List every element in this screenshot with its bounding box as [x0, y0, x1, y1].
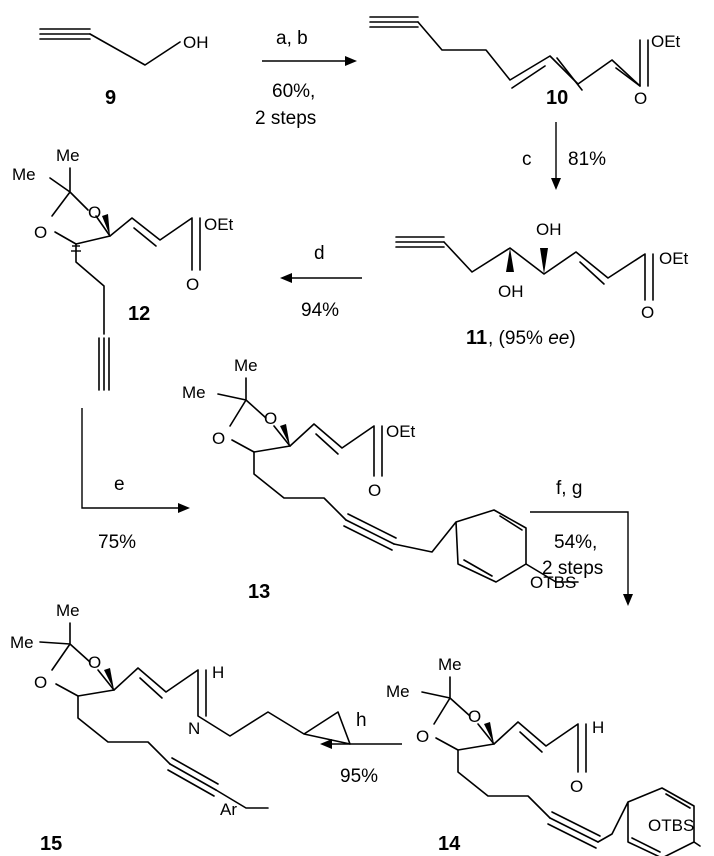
imine-n-label: N	[188, 719, 200, 738]
ring-oxygen-2: O	[34, 673, 47, 692]
compound-number-9: 9	[105, 87, 116, 109]
methyl-label-1: Me	[56, 146, 80, 165]
hydroxyl-label: OH	[183, 33, 209, 52]
ring-oxygen-2: O	[34, 223, 47, 242]
compound-number-14: 14	[438, 833, 461, 855]
carbonyl-o-label: O	[634, 89, 647, 108]
carbonyl-o-label: O	[368, 481, 381, 500]
aldehyde-h-label: H	[592, 718, 604, 737]
arrow-step-c: c 81%	[522, 122, 606, 190]
ester-oet-label: OEt	[386, 422, 416, 441]
yield-fg: 54%,	[554, 532, 597, 553]
compound-9: OH 9	[39, 28, 209, 109]
hydroxyl-bottom-label: OH	[498, 282, 524, 301]
methyl-label-1: Me	[438, 655, 462, 674]
ring-oxygen-1: O	[264, 409, 277, 428]
reagents-c: c	[522, 149, 532, 170]
ring-oxygen-1: O	[468, 707, 481, 726]
silyl-ether-label: OTBS	[648, 816, 694, 835]
yield-e: 75%	[98, 532, 136, 553]
reagents-h: h	[356, 710, 367, 731]
ring-oxygen-2: O	[416, 727, 429, 746]
ee-prefix: , (95%	[488, 328, 548, 349]
arrow-step-e: e 75%	[81, 408, 190, 553]
reagents-d: d	[314, 243, 325, 264]
arrow-step-h: h 95%	[320, 710, 402, 787]
carbonyl-o-label: O	[186, 275, 199, 294]
arrow-step-d: d 94%	[280, 243, 362, 321]
compound-number-10: 10	[546, 87, 568, 109]
compound-15: Me Me O O H N Ar 15	[10, 601, 351, 855]
imine-h-label: H	[212, 663, 224, 682]
compound-number-13: 13	[248, 581, 270, 603]
ee-suffix: )	[569, 328, 575, 349]
ester-oet-label: OEt	[204, 215, 234, 234]
methyl-label-1: Me	[56, 601, 80, 620]
compound-13: Me Me O O OEt O OTBS 13	[182, 356, 579, 603]
ring-oxygen-1: O	[88, 653, 101, 672]
compound-number-15: 15	[40, 833, 62, 855]
compound-14: Me Me O O H O OTBS 14	[386, 655, 701, 856]
yield-ab: 60%,	[272, 81, 315, 102]
yield-c: 81%	[568, 149, 606, 170]
reagents-fg: f, g	[556, 478, 582, 499]
ring-oxygen-2: O	[212, 429, 225, 448]
methyl-label-2: Me	[10, 633, 34, 652]
arrow-step-fg: f, g 54%, 2 steps	[530, 478, 633, 606]
steps-note-ab: 2 steps	[255, 108, 316, 129]
ester-oet-label: OEt	[659, 249, 689, 268]
compound-12: Me Me O O OEt O 12	[12, 146, 234, 391]
reagents-e: e	[114, 474, 125, 495]
ring-oxygen-1: O	[88, 203, 101, 222]
compound-10: OEt O 10	[369, 16, 681, 109]
aryl-label: Ar	[220, 800, 237, 819]
methyl-label-2: Me	[12, 165, 36, 184]
yield-d: 94%	[301, 300, 339, 321]
svg-text:, (95% ee): , (95% ee)	[488, 328, 576, 349]
methyl-label-2: Me	[386, 682, 410, 701]
hydroxyl-top-label: OH	[536, 220, 562, 239]
ester-oet-label: OEt	[651, 32, 681, 51]
silyl-ether-label: OTBS	[530, 573, 576, 592]
ee-italic: ee	[548, 328, 569, 349]
reagents-ab: a, b	[276, 28, 308, 49]
compound-number-11: 11	[466, 327, 487, 349]
methyl-label-2: Me	[182, 383, 206, 402]
compound-11: OH OH OEt O 11 , (95% ee)	[395, 220, 689, 349]
methyl-label-1: Me	[234, 356, 258, 375]
steps-note-fg: 2 steps	[542, 558, 603, 579]
carbonyl-o-label: O	[570, 777, 583, 796]
compound-number-12: 12	[128, 303, 150, 325]
arrow-step-ab: a, b 60%, 2 steps	[255, 28, 357, 129]
yield-h: 95%	[340, 766, 378, 787]
carbonyl-o-label: O	[641, 303, 654, 322]
